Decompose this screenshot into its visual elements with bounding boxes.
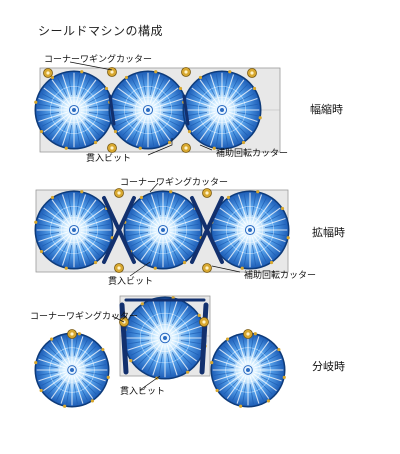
cutter-wheel-c2 bbox=[108, 70, 188, 150]
cutter-wheel-e3 bbox=[210, 190, 290, 270]
label-boring-bit-2: 貫入ビット bbox=[108, 277, 154, 287]
leader-corner-3 bbox=[111, 315, 125, 323]
label-aux-cutter-1: 補助回転カッター bbox=[216, 149, 289, 159]
cutter-wheel-c1 bbox=[34, 70, 114, 150]
state-label-branching: 分岐時 bbox=[312, 360, 345, 373]
frame-b2 bbox=[199, 302, 209, 375]
label-corner-cutter-1: コーナーワギングカッター bbox=[44, 55, 153, 65]
label-boring-bit-3: 貫入ビット bbox=[120, 387, 166, 397]
cutter-wheel-e1 bbox=[34, 190, 114, 270]
leader-aux-2 bbox=[211, 265, 241, 273]
label-corner-cutter-3: コーナーワギングカッター bbox=[30, 312, 139, 322]
leader-bit-3 bbox=[139, 375, 161, 391]
cutter-wheel-c3 bbox=[182, 70, 262, 150]
cutter-wheel-b3 bbox=[210, 332, 286, 408]
state-label-contracted: 幅縮時 bbox=[310, 103, 343, 116]
cutter-wheel-e2 bbox=[123, 190, 203, 270]
leader-corner-2 bbox=[149, 182, 159, 193]
frame-b1 bbox=[119, 302, 129, 375]
leader-bit-2 bbox=[129, 261, 151, 277]
cutter-wheel-b1 bbox=[34, 332, 110, 408]
leader-corner-1 bbox=[69, 61, 113, 71]
state-label-expanded: 拡幅時 bbox=[312, 226, 345, 239]
label-corner-cutter-2: コーナーワギングカッター bbox=[120, 178, 229, 188]
frame-e1b bbox=[102, 196, 136, 264]
frame-c2 bbox=[182, 94, 190, 126]
cutter-wheel-b2 bbox=[123, 296, 207, 380]
label-boring-bit-1: 貫入ビット bbox=[86, 154, 132, 164]
label-aux-cutter-2: 補助回転カッター bbox=[244, 271, 317, 281]
leader-bit-1 bbox=[147, 138, 173, 156]
diagram-title: シールドマシンの構成 bbox=[38, 24, 164, 38]
frame-e2b bbox=[190, 196, 224, 264]
frame-c1 bbox=[108, 94, 116, 126]
leader-aux-1 bbox=[199, 144, 213, 151]
